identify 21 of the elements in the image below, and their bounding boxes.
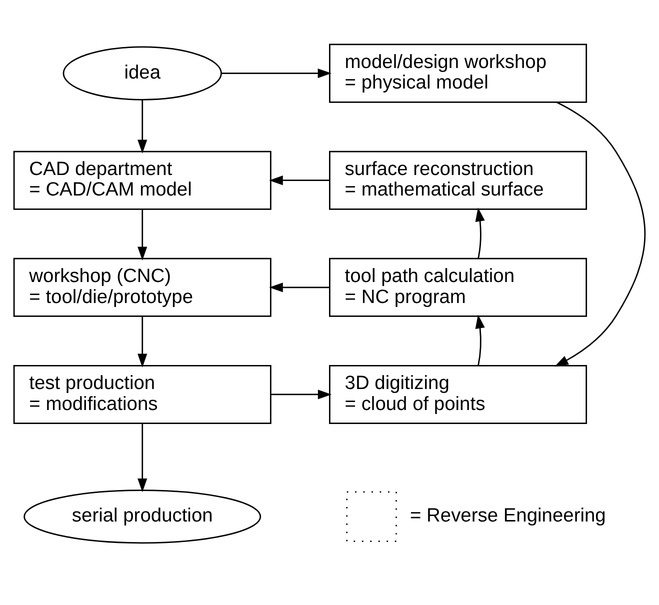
arrow (475, 208, 485, 258)
arrow (475, 314, 485, 366)
node-box: test production = modifications (13, 364, 272, 424)
legend-label: = Reverse Engineering (410, 506, 606, 527)
node-box: surface reconstruction = mathematical surface (329, 150, 588, 210)
node-box: CAD department = CAD/CAM model (13, 150, 272, 210)
arrow (269, 282, 330, 292)
node-ellipse: serial production (24, 490, 262, 544)
arrow (138, 100, 148, 154)
arrow (269, 176, 330, 186)
arrow (138, 210, 148, 260)
node-box: workshop (CNC) = tool/die/prototype (13, 258, 272, 317)
arrow (554, 102, 646, 367)
node-box: model/design workshop = physical model (329, 44, 588, 103)
node-box: 3D digitizing = cloud of points (329, 364, 588, 424)
arrow (271, 390, 332, 400)
node-ellipse: idea (62, 46, 222, 100)
arrow (138, 316, 148, 368)
node-box: tool path calculation = NC program (329, 258, 588, 317)
arrow (138, 424, 148, 492)
arrow (221, 68, 332, 78)
